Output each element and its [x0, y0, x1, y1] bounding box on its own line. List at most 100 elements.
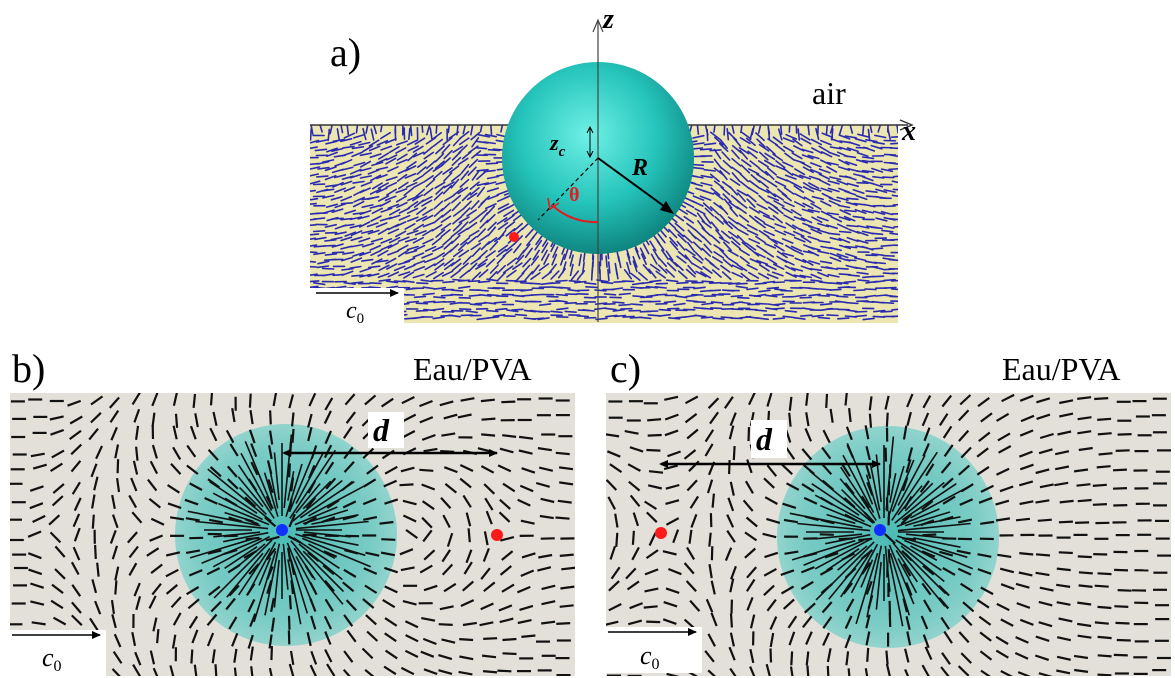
radial-spoke: [889, 552, 911, 616]
director-segment: [817, 222, 830, 228]
director-segment: [829, 288, 842, 291]
director-segment: [854, 208, 867, 215]
director-segment: [248, 429, 256, 444]
director-segment: [557, 499, 572, 504]
director-segment: [763, 584, 775, 597]
director-segment: [703, 168, 717, 172]
director-segment: [450, 289, 464, 292]
director-segment: [471, 137, 480, 148]
director-segment: [921, 582, 932, 596]
director-segment: [784, 265, 796, 272]
director-segment: [448, 314, 461, 318]
radial-spoke: [815, 533, 863, 540]
director-segment: [959, 394, 972, 406]
director-segment: [174, 413, 179, 428]
radial-spoke: [889, 561, 904, 627]
director-segment: [352, 200, 365, 208]
director-segment: [825, 266, 838, 271]
director-segment: [114, 566, 120, 581]
director-segment: [451, 262, 462, 272]
director-segment: [499, 498, 511, 510]
director-segment: [793, 216, 806, 222]
director-segment: [532, 249, 540, 261]
director-segment: [342, 668, 351, 676]
director-segment: [412, 273, 425, 279]
director-segment: [150, 517, 165, 526]
director-segment: [1094, 621, 1109, 625]
director-segment: [457, 241, 468, 251]
director-segment: [834, 300, 848, 304]
director-segment: [32, 514, 46, 523]
director-segment: [346, 629, 357, 643]
director-segment: [424, 257, 436, 264]
director-segment: [113, 633, 122, 648]
director-segment: [829, 146, 843, 150]
director-segment: [494, 234, 505, 243]
director-segment: [781, 238, 794, 244]
director-segment: [826, 314, 839, 317]
director-segment: [838, 237, 851, 244]
director-segment: [269, 410, 272, 425]
director-segment: [443, 582, 457, 593]
director-segment: [370, 237, 384, 243]
director-segment: [905, 458, 912, 474]
director-segment: [1015, 517, 1031, 522]
director-segment: [535, 481, 550, 488]
director-segment: [359, 209, 372, 216]
director-segment: [148, 595, 157, 609]
director-segment: [459, 236, 471, 246]
director-segment: [808, 182, 820, 189]
director-segment: [377, 227, 390, 235]
director-segment: [450, 178, 460, 189]
director-segment: [496, 217, 508, 225]
director-segment: [364, 394, 377, 406]
director-segment: [415, 282, 429, 285]
director-segment: [109, 409, 120, 423]
director-segment: [496, 271, 507, 282]
director-segment: [343, 568, 357, 578]
director-segment: [820, 210, 833, 217]
director-segment: [530, 293, 544, 296]
director-segment: [520, 288, 533, 292]
director-segment: [108, 396, 120, 409]
director-segment: [819, 567, 834, 576]
director-segment: [630, 303, 644, 306]
director-segment: [452, 187, 463, 197]
director-segment: [766, 393, 773, 407]
director-segment: [960, 446, 972, 459]
director-segment: [379, 200, 392, 207]
director-segment: [781, 206, 793, 214]
director-segment: [868, 396, 873, 411]
director-segment: [131, 393, 141, 405]
director-segment: [1077, 430, 1092, 435]
director-segment: [167, 484, 180, 494]
radial-spoke: [285, 463, 303, 517]
director-segment: [342, 223, 355, 227]
director-segment: [48, 514, 61, 526]
director-segment: [351, 151, 364, 158]
director-segment: [555, 279, 568, 283]
director-segment: [630, 272, 641, 282]
director-segment: [728, 221, 739, 230]
director-segment: [808, 175, 821, 181]
director-segment: [557, 267, 567, 279]
director-segment: [52, 483, 65, 494]
director-segment: [329, 125, 333, 135]
director-segment: [667, 450, 681, 458]
director-segment: [433, 252, 445, 260]
panel-b-c0-box: [10, 630, 106, 676]
director-segment: [170, 596, 182, 609]
panel-c-label: c): [610, 346, 641, 391]
director-segment: [172, 425, 178, 440]
director-segment: [170, 463, 182, 475]
director-segment: [520, 519, 535, 525]
director-segment: [415, 302, 429, 305]
director-segment: [758, 151, 769, 161]
director-segment: [530, 255, 540, 266]
director-segment: [692, 142, 705, 146]
director-segment: [802, 615, 813, 628]
director-segment: [905, 582, 913, 596]
director-segment: [805, 651, 810, 666]
director-segment: [516, 249, 526, 260]
director-segment: [884, 395, 890, 410]
